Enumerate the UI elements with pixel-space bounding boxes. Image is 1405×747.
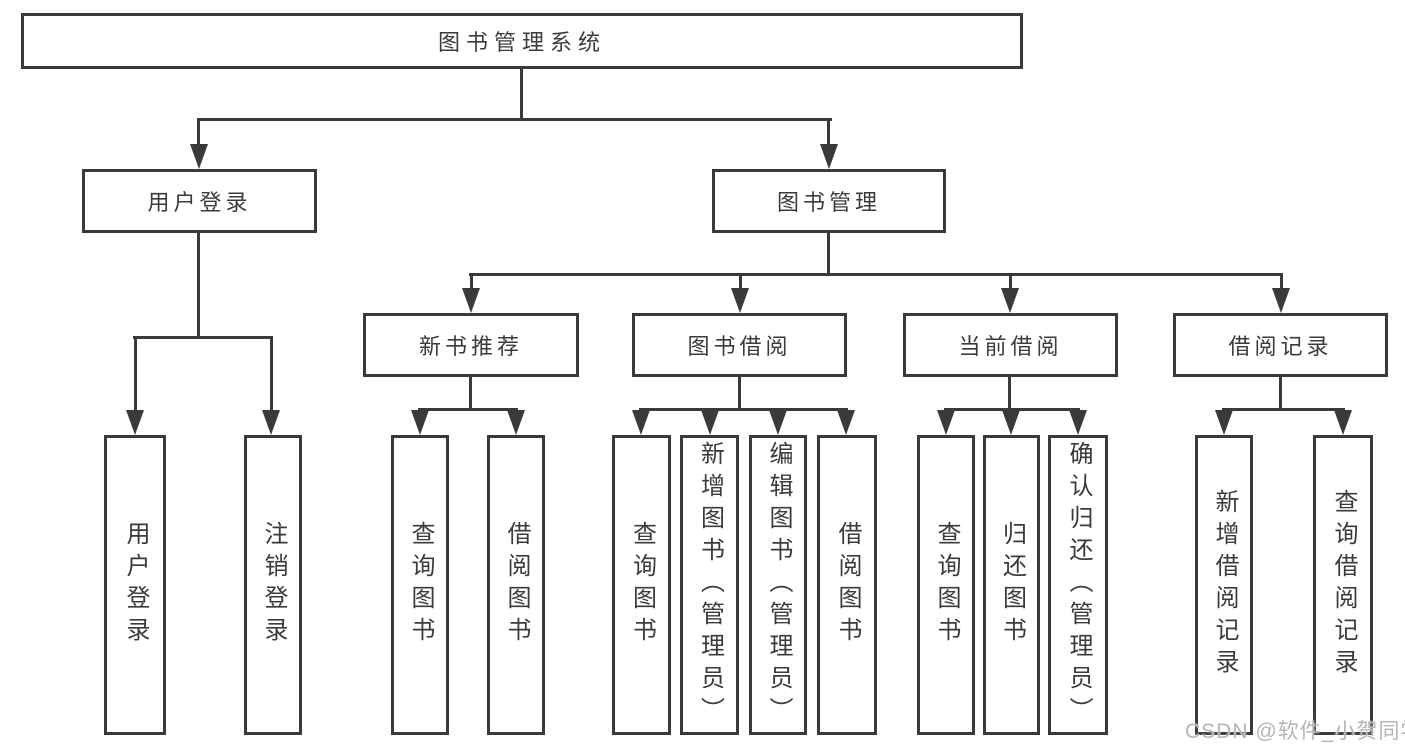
arrowhead-down-icon [190,144,208,169]
edge-line [1008,377,1011,411]
node-label: 查询图书 [407,521,434,649]
edge-line [1009,276,1012,290]
edge-line [197,118,200,148]
node-label: 查询借阅记录 [1330,489,1357,681]
edge-line [1280,276,1283,290]
node-add-borrow-record: 新增借阅记录 [1195,435,1253,735]
node-query-books-recommend: 查询图书 [391,435,449,735]
arrowhead-down-icon [126,410,144,435]
node-label: 图书借阅 [687,334,792,359]
node-label: 图书管理 [776,190,881,215]
node-label: 归还图书 [998,521,1026,649]
node-query-books-borrowing: 查询图书 [612,435,671,735]
node-query-books-current: 查询图书 [917,435,975,735]
node-label: 新增图书（管理员） [696,441,724,729]
arrowhead-down-icon [1001,288,1019,313]
node-label: 图书管理系统 [437,30,606,55]
edge-line [470,276,473,290]
edge-line [739,276,742,290]
edge-line [197,118,832,121]
node-borrow-books: 借阅图书 [817,435,877,735]
arrowhead-down-icon [507,410,525,435]
node-borrowing-records: 借阅记录 [1173,313,1388,377]
edge-line [827,233,830,276]
node-label: 新增借阅记录 [1211,489,1238,681]
node-user-login-branch: 用户登录 [82,169,317,233]
node-label: 编辑图书（管理员） [765,441,792,729]
arrowhead-down-icon [769,410,787,435]
node-label: 确认归还（管理员） [1065,441,1092,729]
node-label: 查询图书 [933,521,960,649]
arrowhead-down-icon [837,410,855,435]
edge-line [944,408,1080,411]
node-current-borrowing: 当前借阅 [903,313,1118,377]
node-label: 注销登录 [260,521,287,649]
arrowhead-down-icon [1215,410,1233,435]
node-label: 查询图书 [628,521,656,649]
node-label: 用户登录 [147,190,252,215]
edge-line [639,408,848,411]
node-logout: 注销登录 [244,435,302,735]
node-confirm-return-admin: 确认归还（管理员） [1048,435,1108,735]
arrowhead-down-icon [701,410,719,435]
arrowhead-down-icon [632,410,650,435]
edge-line [827,118,830,148]
arrowhead-down-icon [411,410,429,435]
edge-line [133,336,273,339]
node-book-borrowing: 图书借阅 [632,313,847,377]
node-add-books-admin: 新增图书（管理员） [680,435,739,735]
node-library-management-system: 图书管理系统 [21,13,1023,69]
node-book-management-branch: 图书管理 [712,169,946,233]
arrowhead-down-icon [1002,410,1020,435]
node-return-books: 归还图书 [983,435,1040,735]
edge-line [134,339,137,411]
edge-line [469,273,1283,276]
node-edit-books-admin: 编辑图书（管理员） [749,435,807,735]
csdn-watermark: CSDN @软件_小贺同学 [1185,720,1405,743]
arrowhead-down-icon [937,410,955,435]
edge-line [270,339,273,411]
edge-line [418,408,518,411]
arrowhead-down-icon [462,288,480,313]
edge-line [469,377,472,411]
node-user-login: 用户登录 [104,435,166,735]
arrowhead-down-icon [820,144,838,169]
arrowhead-down-icon [1069,410,1087,435]
node-label: 借阅记录 [1228,334,1333,359]
node-label: 当前借阅 [958,334,1063,359]
edge-line [738,377,741,411]
node-label: 新书推荐 [418,334,523,359]
arrowhead-down-icon [1272,288,1290,313]
node-query-borrow-record: 查询借阅记录 [1313,435,1373,735]
arrowhead-down-icon [1334,410,1352,435]
edge-line [1279,377,1282,411]
arrowhead-down-icon [731,288,749,313]
edge-line [520,69,523,120]
node-label: 借阅图书 [503,521,530,649]
node-new-book-recommend: 新书推荐 [363,313,579,377]
node-label: 用户登录 [122,521,149,649]
arrowhead-down-icon [262,410,280,435]
node-borrow-books-recommend: 借阅图书 [487,435,545,735]
edge-line [1222,408,1345,411]
edge-line [197,233,200,339]
node-label: 借阅图书 [834,521,861,649]
